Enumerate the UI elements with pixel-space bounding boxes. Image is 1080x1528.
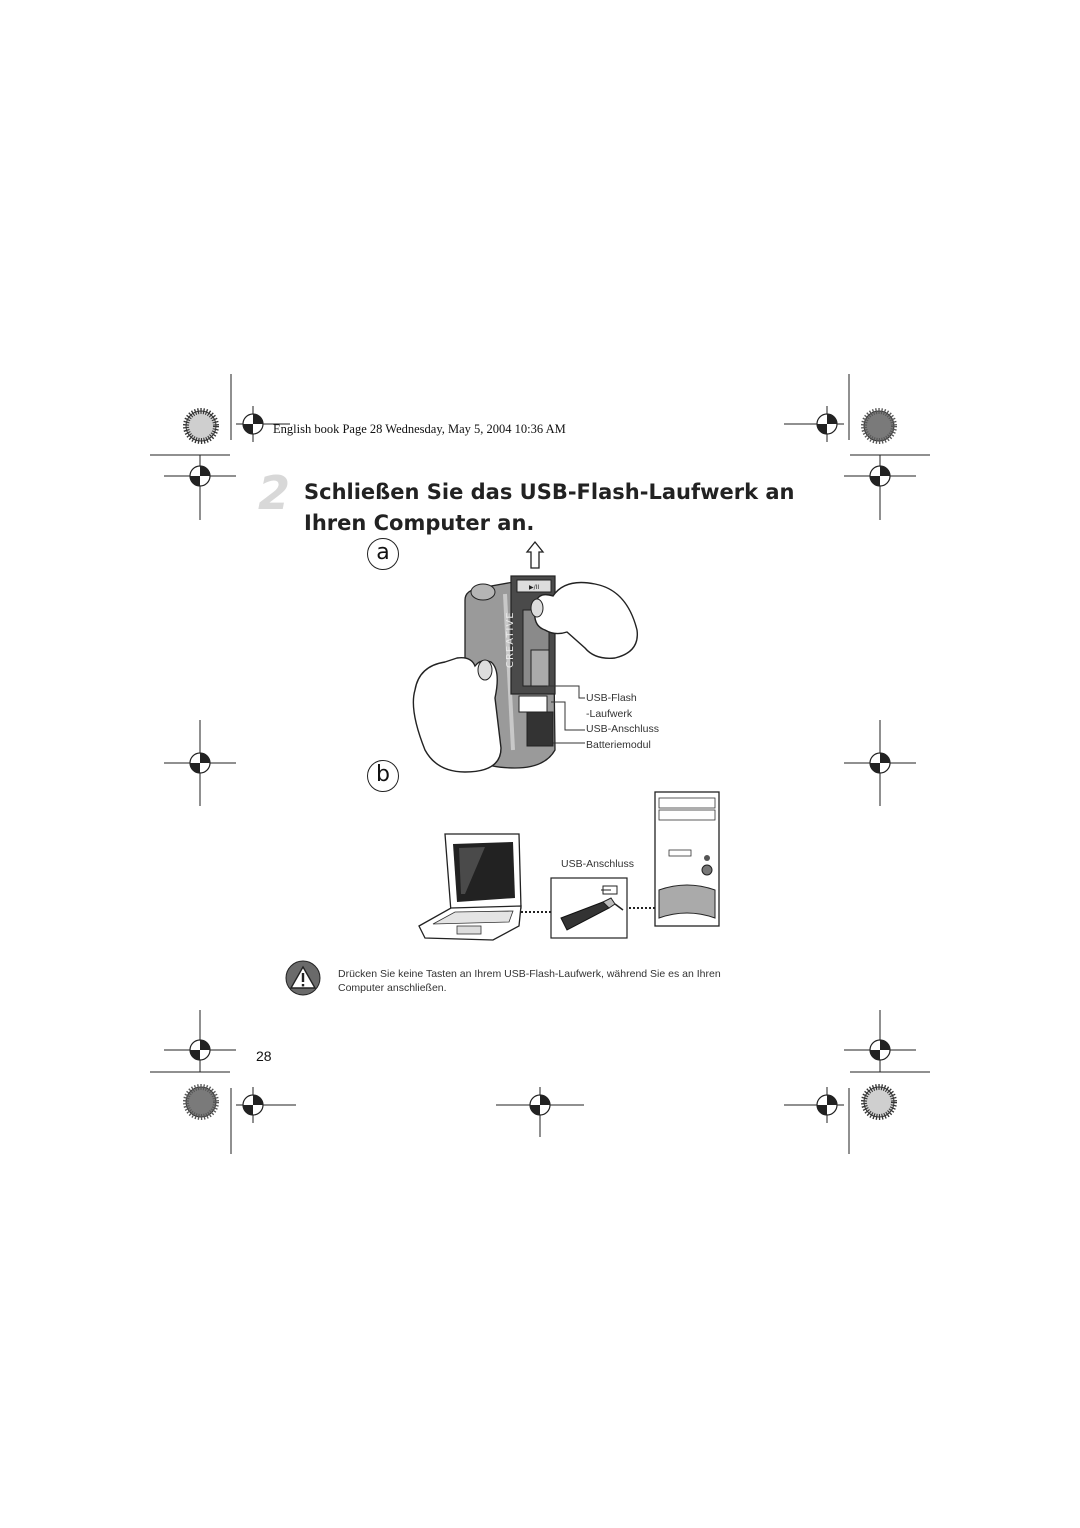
figure-a-illustration: ▶/II CREATIVE — [412, 540, 639, 773]
step-title: Schließen Sie das USB-Flash-Laufwerk an … — [304, 477, 794, 539]
figure-b-label: b — [367, 760, 399, 792]
usb-symbol-icon — [601, 885, 618, 895]
warning-text: Drücken Sie keine Tasten an Ihrem USB-Fl… — [338, 968, 721, 994]
step-title-line-2: Ihren Computer an. — [304, 511, 535, 535]
callout-battery-module: Batteriemodul — [586, 738, 651, 751]
step-number: 2 — [258, 466, 290, 520]
warning-triangle-icon — [285, 960, 321, 996]
running-header: English book Page 28 Wednesday, May 5, 2… — [273, 422, 566, 436]
page-number: 28 — [256, 1048, 272, 1064]
svg-text:▶/II: ▶/II — [529, 584, 539, 591]
figure-b-illustration — [418, 791, 720, 941]
step-title-line-1: Schließen Sie das USB-Flash-Laufwerk an — [304, 480, 795, 504]
callout-usb-port: USB-Anschluss — [586, 723, 659, 735]
callout-usb-flash-line-1: USB-Flash — [586, 692, 637, 704]
callout-usb-port-b: USB-Anschluss — [561, 858, 634, 870]
callout-usb-flash-line-2: -Laufwerk — [586, 707, 633, 720]
brand-logo: CREATIVE — [505, 611, 516, 668]
desktop-tower-icon — [654, 791, 720, 927]
callout-usb-flash: USB-Flash -Laufwerk USB-Anschluss Batter… — [586, 691, 659, 753]
laptop-icon — [418, 833, 522, 941]
figure-a-label: a — [367, 538, 399, 570]
arrow-up-icon — [525, 540, 545, 569]
